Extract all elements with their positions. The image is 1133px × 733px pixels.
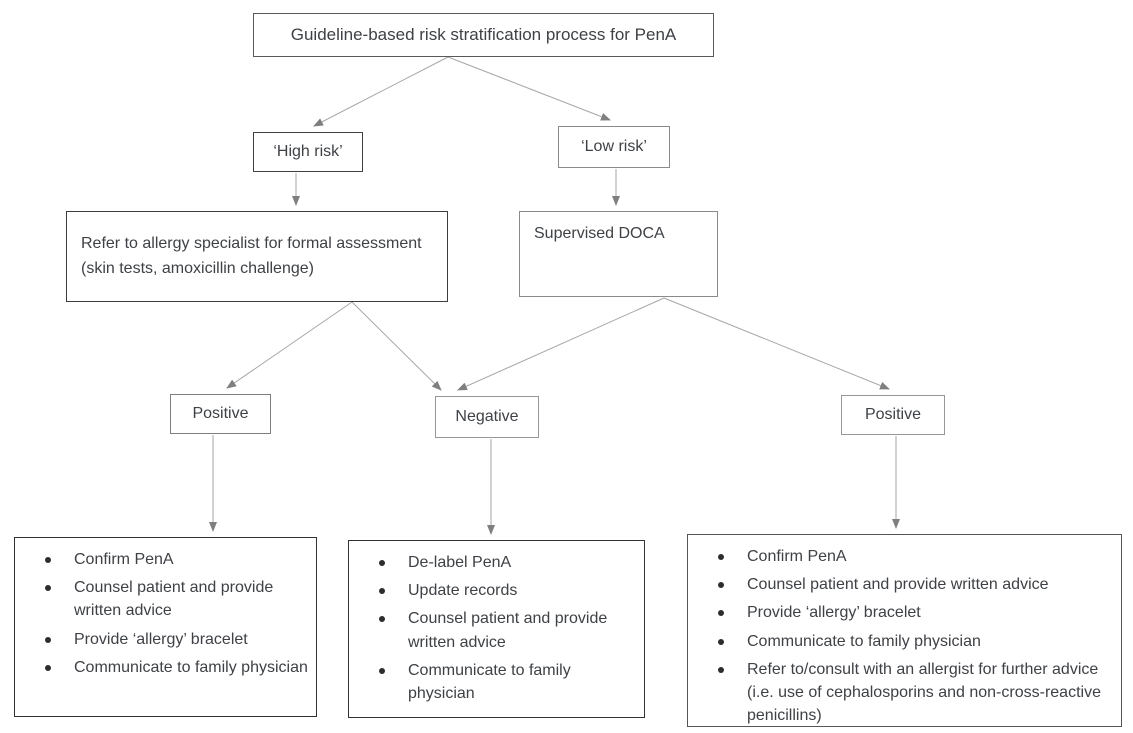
bullet-item: Confirm PenA (43, 548, 308, 571)
arrow-doca-to-positive-right (663, 297, 890, 390)
bullet-item: Confirm PenA (716, 545, 1113, 568)
node-process-title: Guideline-based risk stratification proc… (253, 13, 714, 57)
refer-allergy-specialist-label: Refer to allergy specialist for formal a… (81, 234, 422, 277)
process-title-label: Guideline-based risk stratification proc… (290, 24, 677, 44)
bullet-item: Refer to/consult with an allergist for f… (716, 658, 1113, 728)
arrow-refer-to-positive-left (226, 301, 353, 389)
arrow-title-to-low-risk (447, 56, 611, 121)
bullet-item: Provide ‘allergy’ bracelet (716, 601, 1113, 624)
node-outcome-confirm-high-risk: Confirm PenA Counsel patient and provide … (14, 537, 317, 717)
node-supervised-doca: Supervised DOCA (519, 211, 718, 297)
bullet-item: De-label PenA (377, 551, 636, 574)
bullet-item: Counsel patient and provide written advi… (716, 573, 1113, 596)
bullet-item: Communicate to family physician (43, 656, 308, 679)
positive-high-risk-label: Positive (192, 405, 249, 423)
bullet-item: Counsel patient and provide written advi… (43, 576, 308, 622)
bullet-item: Provide ‘allergy’ bracelet (43, 628, 308, 651)
high-risk-label: ‘High risk’ (273, 143, 343, 161)
node-refer-allergy-specialist: Refer to allergy specialist for formal a… (66, 211, 448, 302)
node-positive-low-risk: Positive (841, 395, 945, 435)
bullet-item: Communicate to family physician (377, 659, 636, 705)
node-low-risk: ‘Low risk’ (558, 126, 670, 168)
bullet-item: Communicate to family physician (716, 630, 1113, 653)
outcome-confirm-low-risk-list: Confirm PenA Counsel patient and provide … (688, 535, 1121, 727)
node-outcome-confirm-low-risk: Confirm PenA Counsel patient and provide … (687, 534, 1122, 727)
supervised-doca-label: Supervised DOCA (534, 225, 665, 242)
negative-label: Negative (455, 408, 519, 426)
arrow-refer-to-negative (351, 301, 442, 391)
bullet-item: Counsel patient and provide written advi… (377, 607, 636, 653)
bullet-item: Update records (377, 579, 636, 602)
arrow-title-to-high-risk (313, 56, 449, 127)
outcome-confirm-high-risk-list: Confirm PenA Counsel patient and provide … (15, 538, 316, 679)
node-negative: Negative (435, 396, 539, 438)
node-positive-high-risk: Positive (170, 394, 271, 434)
positive-low-risk-label: Positive (864, 406, 922, 424)
node-high-risk: ‘High risk’ (253, 132, 363, 172)
low-risk-label: ‘Low risk’ (581, 138, 647, 156)
arrow-doca-to-negative (457, 297, 665, 391)
